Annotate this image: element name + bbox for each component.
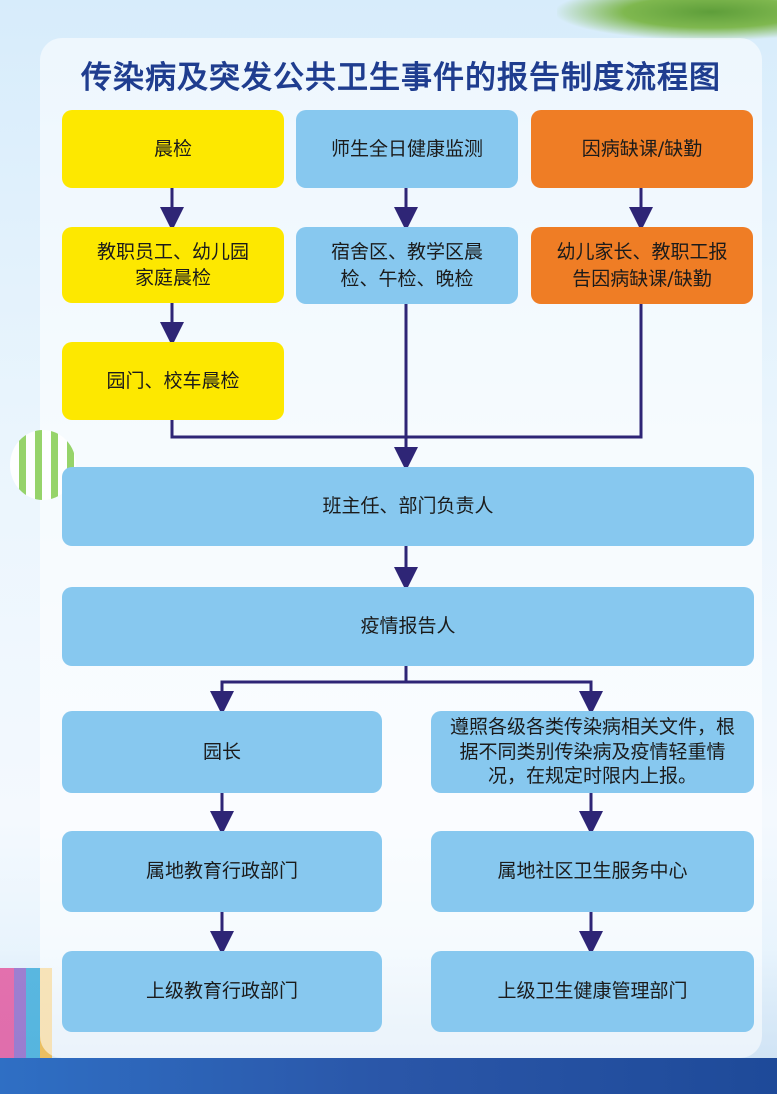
box-staff-family-check: 教职员工、幼儿园家庭晨检 (62, 227, 284, 303)
box-community-health: 属地社区卫生服务中心 (431, 831, 754, 912)
box-morning-check: 晨检 (62, 110, 284, 188)
box-upper-edu-dept: 上级教育行政部门 (62, 951, 382, 1032)
box-sick-absence: 因病缺课/缺勤 (531, 110, 753, 188)
box-epidemic-reporter: 疫情报告人 (62, 587, 754, 666)
box-upper-health-dept: 上级卫生健康管理部门 (431, 951, 754, 1032)
arrow-split-to-rules (406, 682, 591, 706)
box-parent-staff-report: 幼儿家长、教职工报告因病缺课/缺勤 (531, 227, 753, 304)
box-principal: 园长 (62, 711, 382, 793)
box-local-edu-dept: 属地教育行政部门 (62, 831, 382, 912)
box-gate-bus-check: 园门、校车晨检 (62, 342, 284, 420)
box-class-teacher: 班主任、部门负责人 (62, 467, 754, 546)
connector-gate-merge (172, 420, 406, 437)
box-dorm-teaching-check: 宿舍区、教学区晨检、午检、晚检 (296, 227, 518, 304)
box-follow-rules: 遵照各级各类传染病相关文件，根据不同类别传染病及疫情轻重情况，在规定时限内上报。 (431, 711, 754, 793)
connector-parent-merge (406, 304, 641, 437)
box-all-day-monitor: 师生全日健康监测 (296, 110, 518, 188)
arrow-split-to-principal (222, 682, 406, 706)
